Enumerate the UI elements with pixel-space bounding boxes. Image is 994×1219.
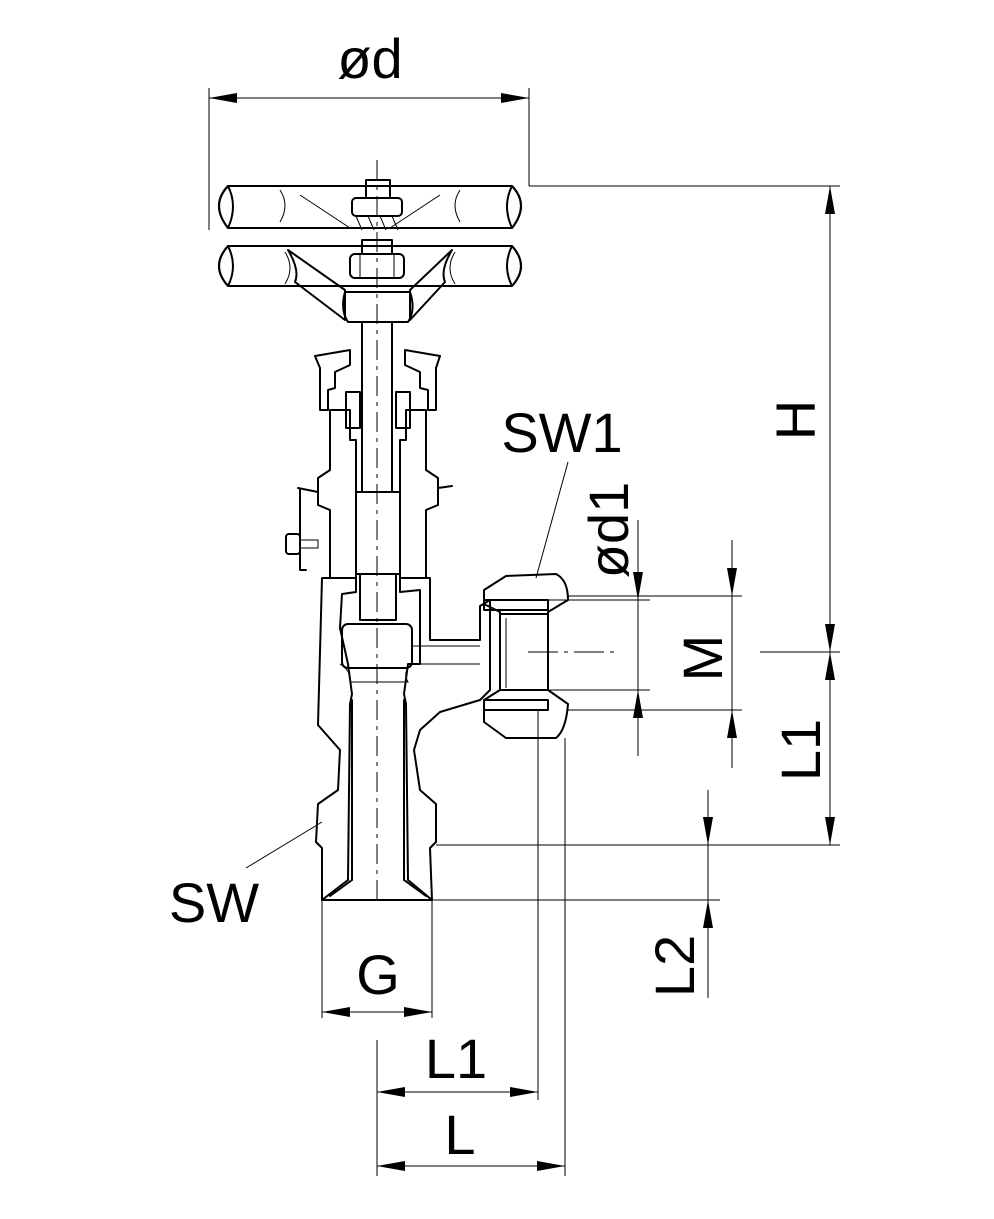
label-sw1: SW1 <box>501 401 622 464</box>
union-nut <box>483 573 618 739</box>
handwheel-upper <box>218 179 522 231</box>
valve-stem <box>355 160 401 900</box>
label-l1-bottom: L1 <box>425 1027 487 1090</box>
label-sw: SW <box>169 871 259 934</box>
label-od: ød <box>337 27 402 90</box>
label-h: H <box>764 400 827 440</box>
label-l1-right: L1 <box>769 719 832 781</box>
label-g: G <box>356 943 400 1006</box>
dimension-lines <box>208 88 840 1176</box>
label-m: M <box>671 635 734 682</box>
label-od1: ød1 <box>577 482 640 579</box>
label-l2: L2 <box>643 935 706 997</box>
label-l: L <box>444 1103 475 1166</box>
dimension-labels: ød H SW1 ød1 M L1 SW G L2 L1 L <box>167 26 833 1168</box>
bonnet <box>285 349 453 579</box>
valve-body <box>315 577 491 901</box>
handwheel <box>218 239 522 323</box>
